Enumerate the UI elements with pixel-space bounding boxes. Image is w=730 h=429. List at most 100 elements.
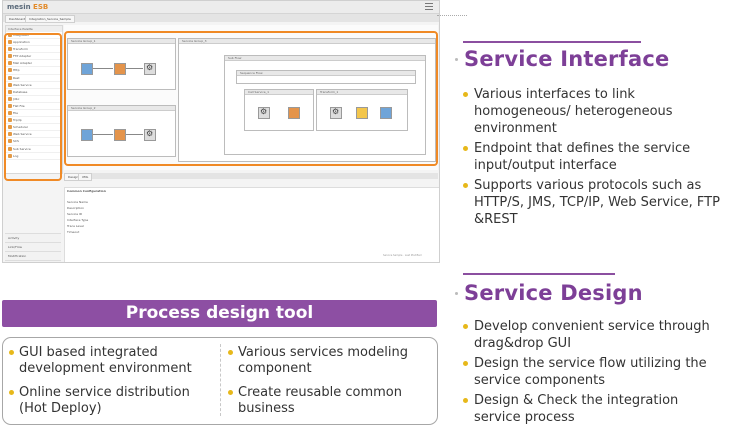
list-item: Develop convenient service through drag&… <box>462 318 728 352</box>
palette-item-label: FTP Adapter <box>13 54 32 59</box>
tab-integration-service[interactable]: Integration_Service_Sample <box>25 15 75 23</box>
esb-app-screenshot: mesin ESB Dashboard Integration_Service_… <box>2 0 440 263</box>
section-marker <box>455 58 458 61</box>
palette-item[interactable]: Sub Service <box>6 146 62 153</box>
palette-item[interactable]: Rest <box>6 75 62 82</box>
http-node[interactable] <box>380 107 392 119</box>
app-topbar: mesin ESB <box>3 1 439 14</box>
http-node[interactable] <box>81 129 93 141</box>
process-features-right: Various services modeling component Crea… <box>228 345 432 425</box>
component-icon <box>8 103 12 108</box>
palette-item[interactable]: File <box>6 110 62 118</box>
hamburger-menu-icon[interactable] <box>425 3 433 10</box>
component-icon <box>8 125 12 130</box>
list-item: Endpoint that defines the service input/… <box>462 140 728 174</box>
palette-item-label: Log <box>13 153 19 158</box>
palette-item-label: Jdbc <box>13 96 20 101</box>
list-item: Online service distribution (Hot Deploy) <box>9 385 214 417</box>
service-interface-title: Service Interface <box>464 47 670 71</box>
palette-item[interactable]: FTP Adapter <box>6 53 62 61</box>
palette-item[interactable]: Database <box>6 89 62 96</box>
process-design-tool-banner: Process design tool <box>2 300 437 327</box>
config-row[interactable]: Service ID <box>67 212 83 216</box>
service-design-canvas[interactable]: Service Group_1 Service Group_2 Service … <box>64 25 438 170</box>
palette-item-label: Sub Service <box>13 146 31 151</box>
service-interface-bullets: Various interfaces to link homogeneous/ … <box>462 86 728 231</box>
component-icon <box>8 54 12 59</box>
section-rule <box>463 273 615 275</box>
palette-item-label: File <box>13 111 19 116</box>
palette-item[interactable]: Application <box>6 39 62 47</box>
palette-item[interactable]: Log <box>6 153 62 160</box>
config-row[interactable]: Service Name <box>67 200 88 204</box>
component-icon <box>8 82 12 87</box>
palette-item[interactable]: Scheduler <box>6 124 62 132</box>
palette-item-label: SCS <box>13 139 19 144</box>
palette-item[interactable]: Flat File <box>6 103 62 111</box>
column-divider <box>220 344 221 416</box>
connector <box>93 134 113 135</box>
palette-item-label: Mail Adapter <box>13 61 32 66</box>
call-service-group[interactable]: Call Service_1 <box>244 89 314 131</box>
config-row[interactable]: Description <box>67 206 85 210</box>
palette-item-label: Transform <box>13 47 28 52</box>
http-node[interactable] <box>81 63 93 75</box>
component-icon <box>8 139 12 144</box>
service-node[interactable] <box>330 107 342 119</box>
config-row[interactable]: Trace Level <box>67 224 84 228</box>
palette-item-label: Rest <box>13 75 20 80</box>
connector <box>93 68 113 69</box>
service-node[interactable] <box>144 63 156 75</box>
service-design-bullets: Develop convenient service through drag&… <box>462 318 728 429</box>
palette-link-flow[interactable]: Link/Flow <box>5 243 61 252</box>
palette-item-label: Http <box>13 68 20 73</box>
component-icon <box>8 47 12 52</box>
config-row[interactable]: Interface Type <box>67 218 89 222</box>
component-icon <box>8 132 12 137</box>
palette-item[interactable]: Jdbc <box>6 96 62 103</box>
list-item: Design & Check the integration service p… <box>462 392 728 426</box>
palette-item-label: Web Service <box>13 132 32 137</box>
transform-node[interactable] <box>114 63 126 75</box>
transform-node[interactable] <box>288 107 300 119</box>
palette-item[interactable]: Web Service <box>6 82 62 89</box>
list-item: Supports various protocols such as HTTP/… <box>462 177 728 228</box>
component-icon <box>8 111 12 116</box>
palette-item-label: Integrated <box>13 33 29 37</box>
component-icon <box>8 153 12 158</box>
palette-item-label: Application <box>13 40 30 45</box>
component-icon <box>8 61 12 66</box>
palette-item[interactable]: Transform <box>6 46 62 54</box>
palette-modification[interactable]: Modification <box>5 252 61 261</box>
palette-item[interactable]: Web Service <box>6 131 62 139</box>
palette-item[interactable]: Tcp/Ip <box>6 117 62 125</box>
callout-connector <box>437 15 467 16</box>
section-rule <box>463 41 641 43</box>
palette-item[interactable]: SCS <box>6 138 62 146</box>
sequence-flow[interactable]: Sequence Flow <box>236 70 416 84</box>
palette-activity[interactable]: Activity <box>5 234 61 243</box>
palette-item-label: Web Service <box>13 82 32 87</box>
service-design-title: Service Design <box>464 281 643 305</box>
config-row[interactable]: Timeout <box>67 230 80 234</box>
mail-node[interactable] <box>356 107 368 119</box>
component-icon <box>8 146 12 151</box>
config-title: Common Configuration <box>67 189 106 193</box>
config-panel: Common Configuration Service Name Descri… <box>64 187 439 262</box>
palette-bottom-panel: Activity Link/Flow Modification <box>5 233 61 262</box>
list-item: Design the service flow utilizing the se… <box>462 355 728 389</box>
transform-node[interactable] <box>114 129 126 141</box>
palette-item[interactable]: Http <box>6 67 62 75</box>
service-node[interactable] <box>258 107 270 119</box>
palette-item[interactable]: Integrated <box>6 32 62 40</box>
list-item: Various interfaces to link homogeneous/ … <box>462 86 728 137</box>
palette-item-label: Database <box>13 89 28 94</box>
component-icon <box>8 40 12 45</box>
palette-item-label: Flat File <box>13 103 25 108</box>
palette-item[interactable]: Mail Adapter <box>6 60 62 68</box>
service-node[interactable] <box>144 129 156 141</box>
tab-xml[interactable]: XML <box>78 173 93 181</box>
bottom-tabs: Design XML <box>64 173 438 181</box>
